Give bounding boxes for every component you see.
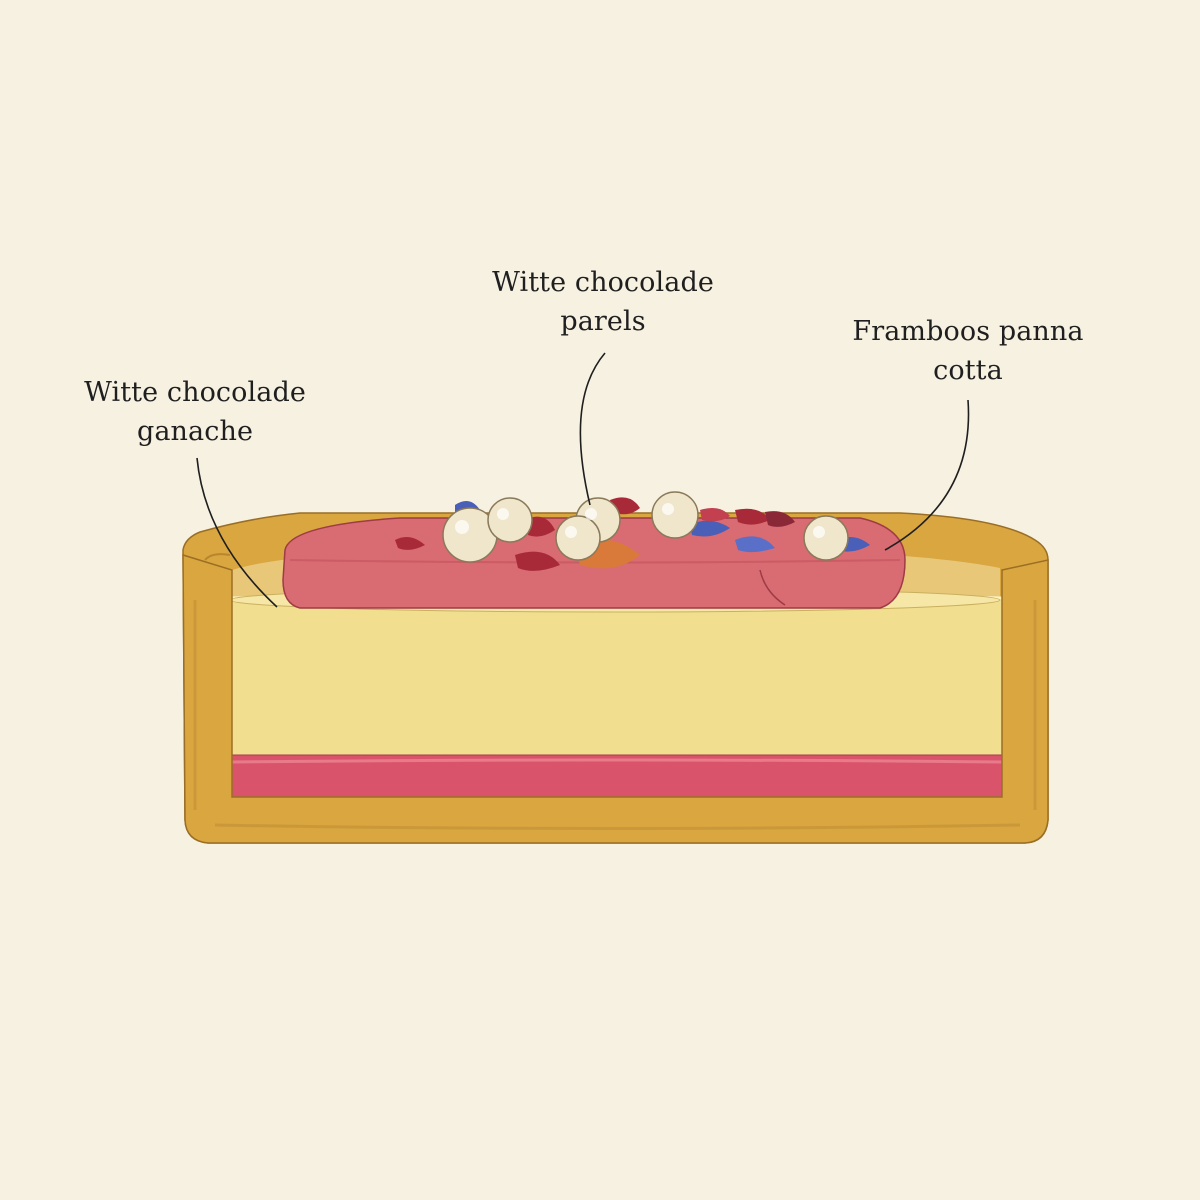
petal-icon	[765, 511, 795, 527]
label-panna-cotta-line1: Framboos panna	[852, 316, 1084, 347]
label-parels-line2: parels	[560, 306, 646, 337]
ganache-layer	[231, 597, 1003, 759]
crust-left-wall	[182, 553, 1049, 844]
pearl-highlight	[497, 508, 509, 520]
label-panna-cotta-line2: cotta	[933, 355, 1003, 386]
pearl-icon	[555, 515, 601, 561]
pearl-icon	[651, 491, 699, 539]
panna-cotta-detail	[759, 569, 786, 606]
petal-icon	[700, 508, 730, 522]
pearl-highlight	[565, 526, 577, 538]
leader-line-ganache	[196, 457, 278, 608]
crust-detail	[204, 553, 231, 561]
label-ganache: Witte chocolade ganache	[70, 373, 320, 451]
label-parels-line1: Witte chocolade	[492, 267, 714, 298]
leader-line-parels	[579, 352, 606, 506]
label-panna-cotta: Framboos panna cotta	[843, 312, 1093, 390]
pearl-highlight	[662, 503, 674, 515]
petal-icon	[515, 551, 560, 571]
label-parels: Witte chocolade parels	[478, 263, 728, 341]
petal-icon	[395, 536, 425, 550]
pearl-icon	[803, 515, 849, 561]
petal-icon	[735, 536, 775, 553]
pearl-highlight	[455, 520, 469, 534]
pearls	[442, 491, 849, 563]
pearl-highlight	[813, 526, 825, 538]
label-ganache-line1: Witte chocolade	[84, 377, 306, 408]
petal-icon	[690, 520, 730, 537]
crust-detail	[214, 823, 1021, 830]
pearl-icon	[487, 497, 533, 543]
pearl-highlight	[585, 508, 597, 520]
label-ganache-line2: ganache	[136, 416, 254, 447]
leader-line-panna-cotta	[884, 399, 970, 551]
petal-icon	[735, 508, 770, 525]
raspberry-highlight	[231, 758, 1003, 764]
